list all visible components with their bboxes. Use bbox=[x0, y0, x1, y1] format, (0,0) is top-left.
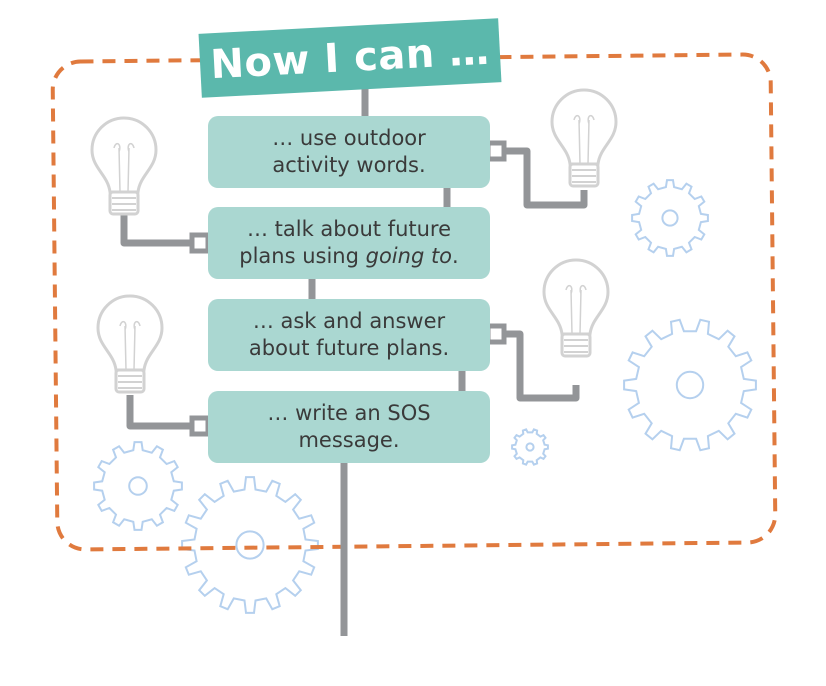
light-bulb-icon bbox=[90, 116, 158, 216]
light-bulb-icon bbox=[550, 88, 618, 188]
item-4-line-2: message. bbox=[298, 428, 400, 452]
gear-hole bbox=[128, 476, 148, 496]
gear-hole bbox=[235, 530, 265, 560]
item-1-line-2: activity words. bbox=[272, 153, 426, 177]
can-do-item-4: … write an SOS message. bbox=[208, 391, 490, 463]
item-1-line-1: … use outdoor bbox=[272, 126, 426, 150]
pipes bbox=[120, 85, 588, 636]
gear-icon bbox=[511, 428, 549, 466]
item-4-line-1: … write an SOS bbox=[267, 401, 431, 425]
can-do-item-3: … ask and answer about future plans. bbox=[208, 299, 490, 371]
can-do-item-2: … talk about future plans using going to… bbox=[208, 207, 490, 279]
light-bulb-icon bbox=[96, 294, 164, 394]
light-bulbs bbox=[90, 88, 618, 394]
gear-icon bbox=[93, 441, 183, 531]
gear-hole bbox=[675, 370, 705, 400]
item-2-line-2: plans using going to. bbox=[239, 243, 458, 270]
can-do-item-1: … use outdoor activity words. bbox=[208, 116, 490, 188]
item-2-suffix: . bbox=[452, 244, 459, 268]
gear-icon bbox=[181, 476, 319, 614]
item-3-line-1: … ask and answer bbox=[252, 309, 446, 333]
light-bulb-icon bbox=[542, 258, 610, 358]
item-3-line-2: about future plans. bbox=[248, 336, 450, 360]
item-2-line-1: … talk about future bbox=[246, 217, 452, 241]
gear-icon bbox=[631, 179, 709, 257]
item-2-prefix: plans using bbox=[239, 244, 366, 268]
title: Now I can … bbox=[209, 27, 491, 89]
gear-hole bbox=[661, 209, 679, 227]
item-2-italic: going to bbox=[365, 244, 453, 268]
gear-icon bbox=[623, 318, 757, 452]
gear-hole bbox=[525, 442, 535, 452]
gears-decoration bbox=[93, 179, 757, 614]
